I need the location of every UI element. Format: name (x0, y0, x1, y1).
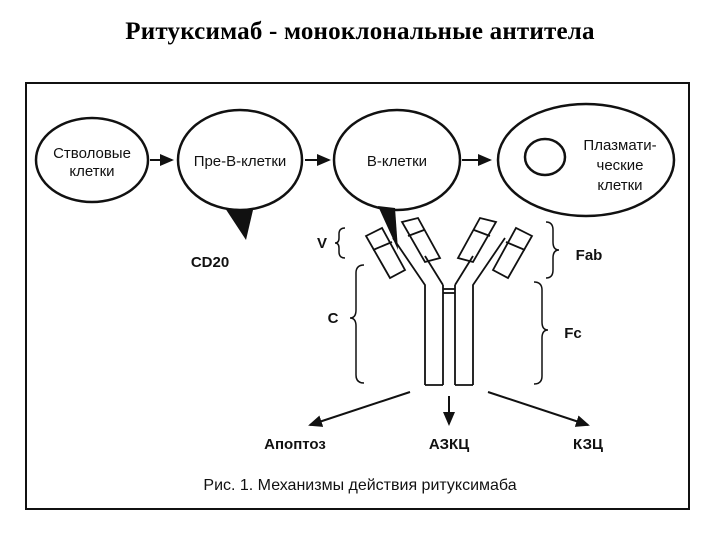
stem-cell-label-1: Стволовые (53, 145, 131, 162)
arrow-to-cdc (487, 391, 590, 427)
brace-v (334, 227, 346, 259)
pre-b-cell-label: Пре-В-клетки (194, 153, 287, 170)
adcc-label: АЗКЦ (429, 436, 469, 453)
fab-label: Fab (576, 247, 603, 264)
plasma-cell-label-3: клетки (597, 177, 642, 194)
cd20-label: CD20 (191, 254, 229, 271)
slide-title: Ритуксимаб - моноклональные антитела (125, 18, 595, 45)
b-cell (332, 108, 462, 212)
b-cell-label: В-клетки (367, 153, 427, 170)
c-region-label: C (328, 310, 339, 327)
cdc-label: КЗЦ (573, 436, 603, 453)
figure-frame (25, 82, 690, 510)
cd20-marker-pre-b (225, 208, 253, 240)
plasma-cell (496, 102, 676, 218)
brace-c (349, 264, 365, 384)
plasma-cell-label-1: Плазмати- (583, 137, 656, 154)
plasma-nucleus (523, 137, 567, 177)
fc-label: Fc (564, 325, 582, 342)
apoptosis-label: Апоптоз (264, 436, 326, 453)
figure-caption: Рис. 1. Механизмы действия ритуксимаба (203, 477, 516, 494)
stem-cell (34, 116, 150, 204)
brace-fc (533, 281, 549, 385)
plasma-cell-label-2: ческие (597, 157, 644, 174)
stem-cell-label-2: клетки (69, 163, 114, 180)
antibody-icon (364, 216, 534, 386)
arrow-to-apoptosis (308, 391, 411, 427)
v-region-label: V (317, 235, 327, 252)
brace-fab (545, 221, 560, 279)
